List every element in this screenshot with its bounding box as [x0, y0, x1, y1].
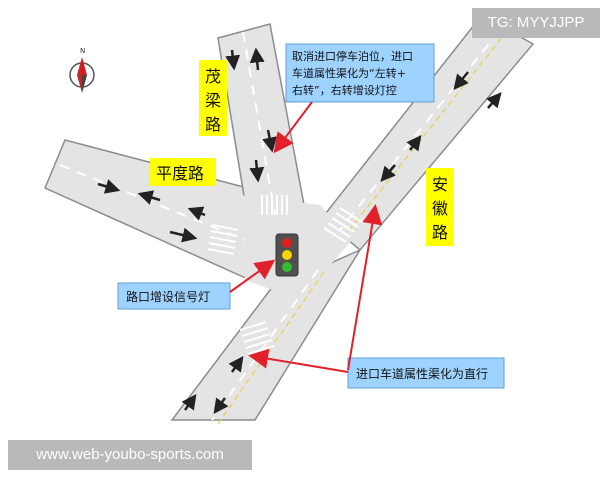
svg-text:N: N: [80, 47, 85, 55]
callout-top-line-1: 取消进口停车泊位，进口: [292, 49, 413, 63]
road-name-east: 安 徽 路: [432, 175, 453, 242]
road-north-char-3: 路: [205, 115, 221, 134]
road-label-north: [199, 60, 227, 136]
traffic-light-icon: [275, 233, 299, 277]
callout-bottom-box: [347, 357, 505, 389]
callout-top-line-3: 右转”，右转增设灯控: [292, 83, 397, 97]
callout-left-box: [117, 282, 231, 310]
tag-badge: TG: MYYJJPP: [472, 8, 600, 38]
road-name-west: 平度路: [156, 164, 204, 183]
road-label-west: [150, 158, 216, 186]
crosswalk-north: [261, 195, 288, 215]
road-name-north: 茂 梁 路: [205, 67, 226, 134]
road-label-east: [426, 168, 454, 246]
center-lines: [217, 29, 509, 425]
compass-icon: N: [69, 47, 95, 93]
callout-bottom-text: 进口车道属性渠化为直行: [356, 366, 488, 381]
callout-top-line-2: 车道属性渠化为“左转+: [292, 66, 406, 80]
pointer-arrows: [229, 101, 383, 373]
lane-arrows: [97, 47, 502, 415]
road-north-char-2: 梁: [205, 91, 221, 110]
crosswalk-east: [323, 207, 363, 243]
road-east-char-2: 徽: [432, 199, 448, 218]
road-east-char-1: 安: [432, 175, 448, 194]
callout-top-text: 取消进口停车泊位，进口 车道属性渠化为“左转+ 右转”，右转增设灯控: [292, 49, 417, 97]
road-east-char-3: 路: [432, 223, 448, 242]
road-north-char-1: 茂: [205, 67, 221, 86]
crosswalk-west: [207, 224, 239, 255]
callout-left-text: 路口增设信号灯: [126, 289, 210, 304]
watermark: www.web-youbo-sports.com: [8, 440, 252, 470]
callout-top-box: [285, 43, 435, 103]
